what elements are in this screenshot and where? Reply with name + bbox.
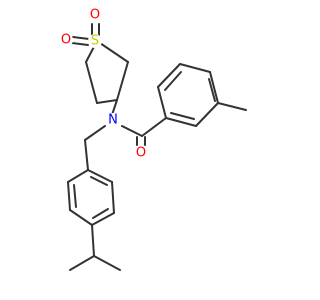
- atom-labels: S O O N O: [59, 8, 148, 161]
- aromatic-bond: [164, 71, 182, 91]
- oxygen-atom-label: O: [61, 33, 71, 48]
- bond: [84, 139, 89, 171]
- bond: [111, 99, 118, 116]
- double-bond: [71, 42, 89, 46]
- bond: [96, 99, 118, 104]
- bond: [96, 40, 129, 63]
- bond: [69, 209, 93, 226]
- oxygen-atom-label: O: [136, 146, 146, 161]
- isopropylbenzyl-group: [67, 169, 121, 271]
- sulfolane-ring: [85, 40, 129, 104]
- benzoyl-group: [136, 63, 247, 146]
- bond: [121, 125, 143, 137]
- atom-label-bg: [88, 8, 102, 22]
- nitrogen-substituents: [84, 99, 143, 171]
- sulfur-atom-label: S: [91, 34, 99, 49]
- bond: [111, 181, 115, 214]
- bond: [87, 169, 113, 183]
- aromatic-bond: [92, 208, 109, 219]
- bond: [195, 102, 219, 127]
- atom-label-bg: [134, 146, 148, 160]
- nitrogen-atom-label: N: [108, 113, 118, 128]
- bond: [91, 212, 115, 226]
- bond: [67, 169, 89, 183]
- bond: [84, 125, 106, 141]
- atom-label-bg: [88, 34, 102, 48]
- bond: [91, 224, 95, 257]
- bond: [93, 255, 121, 271]
- bond: [67, 181, 71, 211]
- bond: [157, 63, 181, 88]
- bond: [69, 255, 95, 271]
- bond: [165, 117, 197, 127]
- bond: [209, 71, 219, 104]
- aromatic-bond: [73, 184, 77, 208]
- bond: [217, 102, 247, 111]
- aromatic-bond: [90, 176, 108, 186]
- bond: [116, 61, 129, 101]
- atom-label-bg: [106, 113, 120, 127]
- bond: [141, 117, 167, 137]
- bond: [179, 63, 211, 73]
- aromatic-bond: [170, 112, 195, 120]
- double-bond: [72, 36, 90, 40]
- molecule-diagram: S O O N O: [59, 8, 247, 271]
- bond: [157, 86, 167, 119]
- aromatic-bond: [208, 78, 216, 102]
- atom-label-bg: [59, 33, 73, 47]
- bond: [85, 61, 98, 104]
- oxygen-atom-label: O: [90, 8, 100, 23]
